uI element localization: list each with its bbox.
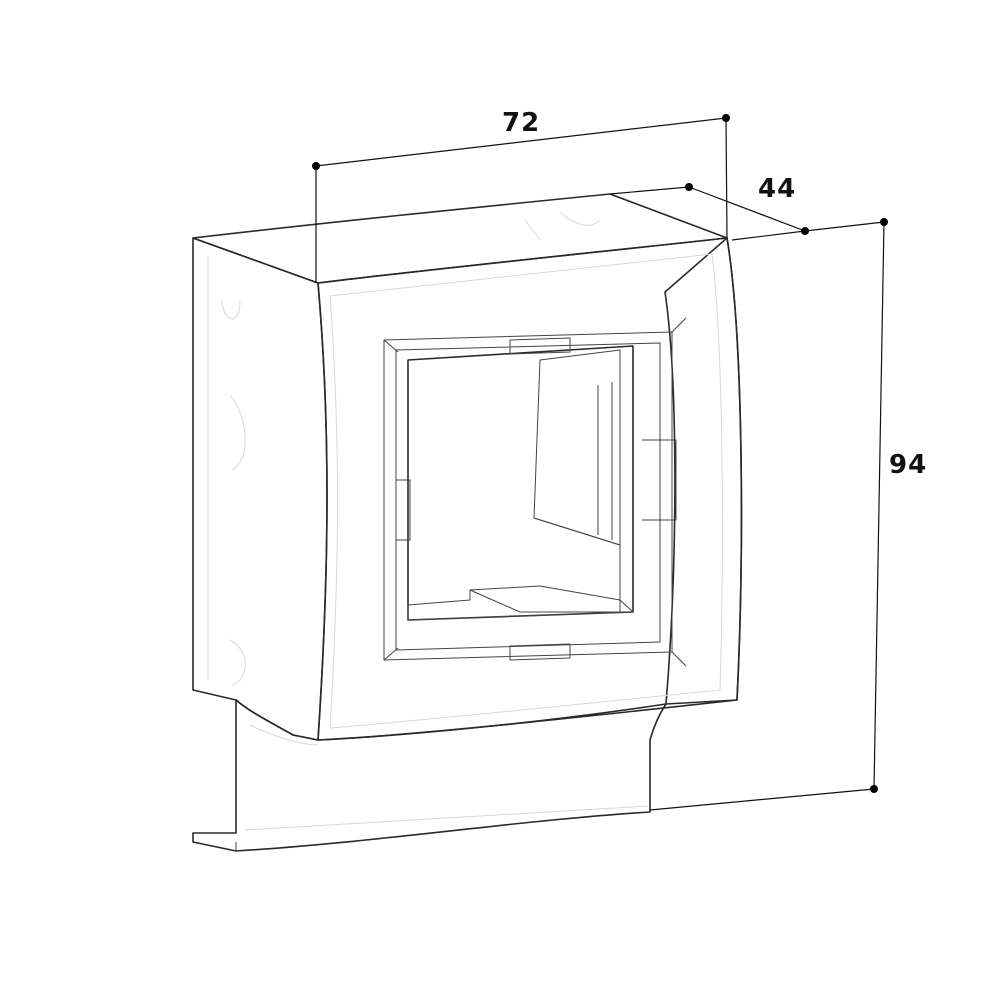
height-bottom-dot: [870, 785, 878, 793]
dimension-depth: 44: [609, 174, 809, 241]
opening: [407, 345, 634, 621]
dimension-height: 94: [649, 218, 927, 811]
depth-start-dot: [685, 183, 693, 191]
width-end-dot: [722, 114, 730, 122]
mounting-box: [192, 193, 743, 852]
base-flange: [192, 699, 667, 852]
top-face: [192, 193, 728, 284]
dimension-width: 72: [312, 108, 730, 283]
height-label: 94: [889, 450, 927, 480]
height-top-dot: [880, 218, 888, 226]
inner-frame: [383, 331, 673, 661]
width-label: 72: [502, 108, 540, 138]
front-frame: [317, 237, 743, 741]
side-panel: [192, 237, 328, 741]
depth-label: 44: [758, 174, 796, 204]
width-start-dot: [312, 162, 320, 170]
